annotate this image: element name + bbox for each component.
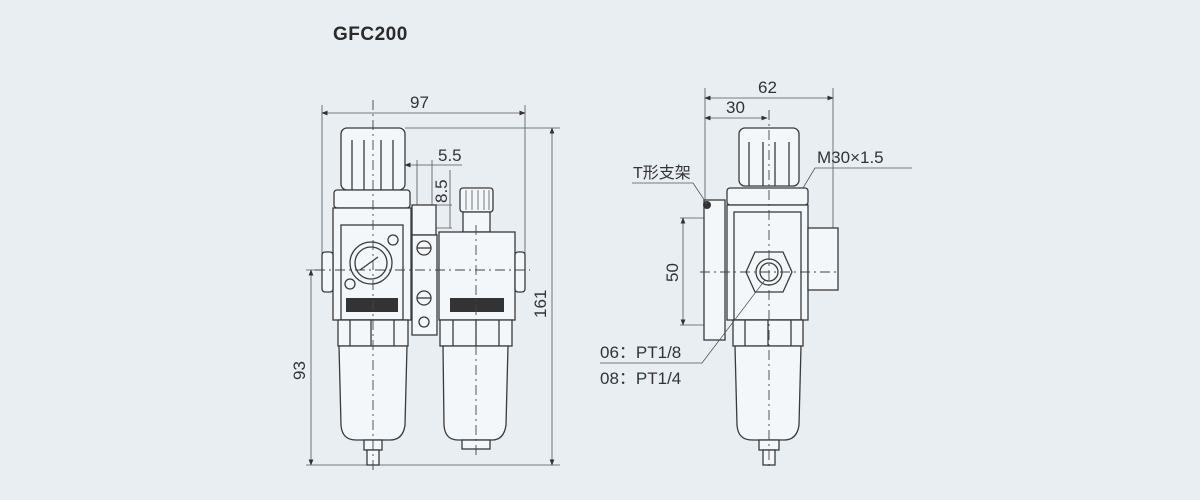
- connecting-bracket: [411, 204, 438, 336]
- dim-center-height-label: 93: [290, 361, 309, 380]
- model-title: GFC200: [333, 24, 408, 45]
- front-view: 97 161 93 5.5 8.5: [290, 93, 560, 470]
- side-view: 62 30 50: [600, 78, 912, 470]
- dim-bracket-height-label: 50: [663, 263, 682, 282]
- dim-bracket-hole-label: 8.5: [432, 179, 451, 203]
- dim-width-label: 97: [410, 93, 429, 112]
- thread-label: M30×1.5: [817, 148, 884, 167]
- filter-regulator: [321, 100, 412, 470]
- lubricator: [315, 187, 530, 455]
- bracket-label: T形支架: [633, 164, 691, 182]
- dim-depth-label: 62: [758, 78, 777, 97]
- port-label-06: 06：PT1/8: [600, 343, 681, 362]
- dim-bracket-center-label: 30: [726, 98, 745, 117]
- dim-height-label: 161: [531, 290, 550, 318]
- filter-regulator-side: [700, 110, 840, 470]
- port-label-08: 08：PT1/4: [600, 369, 681, 388]
- dim-bracket-offset-label: 5.5: [438, 146, 462, 165]
